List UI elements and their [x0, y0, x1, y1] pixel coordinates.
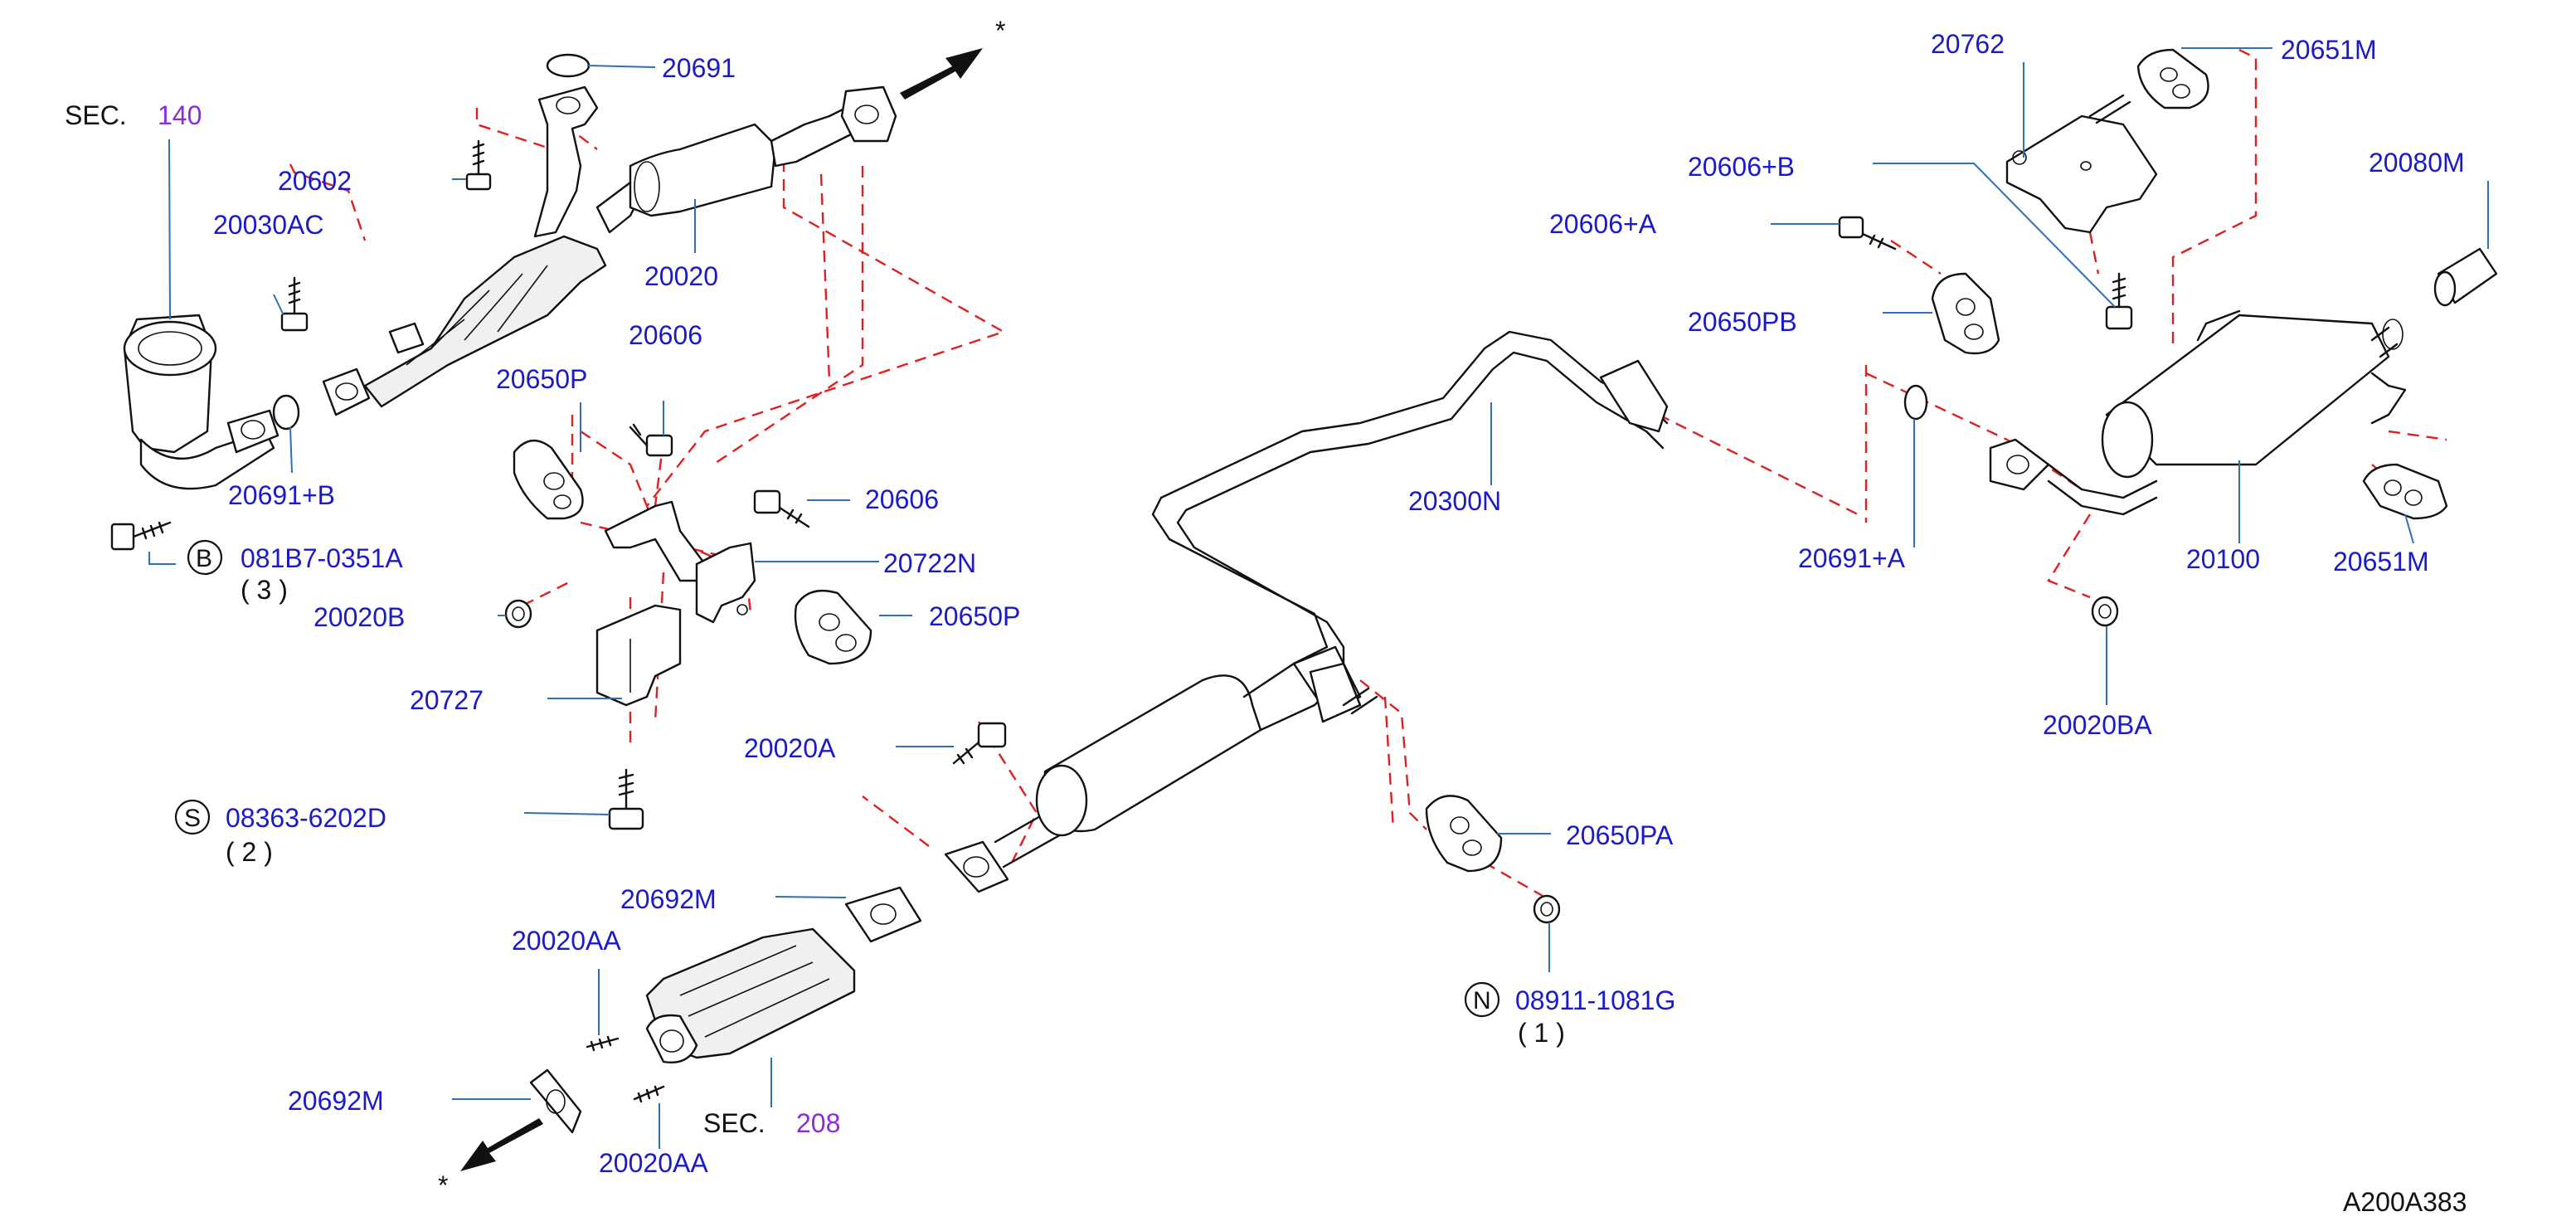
rubber-hanger-20650pa-part: [1425, 795, 1503, 873]
labels: 20691 SEC. 140 20602 20030AC 20020 20606…: [65, 16, 2467, 1217]
label-20727: 20727: [410, 685, 484, 715]
label-081b7-qty: ( 3 ): [241, 575, 288, 605]
gasket-20691a-part: [1903, 384, 1928, 421]
label-08363-qty: ( 2 ): [226, 837, 273, 867]
label-20020aa-bot: 20020AA: [599, 1148, 708, 1178]
exhaust-manifold-outlet-part: [123, 314, 279, 490]
gasket-20692m-top-part: [844, 886, 922, 943]
label-20080m: 20080M: [2369, 148, 2465, 178]
nut-20020b-part: [504, 599, 532, 629]
label-20030ac: 20030AC: [213, 210, 323, 240]
label-08363: 08363-6202D: [226, 803, 386, 833]
diagram-code: A200A383: [2343, 1187, 2467, 1217]
bolt-20606-top-part: [629, 423, 673, 457]
label-20651m-top: 20651M: [2281, 35, 2377, 65]
bracket-20722n-part: [604, 500, 756, 624]
bolt-20020a-part: [952, 722, 1007, 765]
gasket-20692m-bot-part: [529, 1068, 582, 1134]
label-20691a: 20691+A: [1798, 543, 1906, 573]
label-20650pa: 20650PA: [1566, 820, 1674, 850]
tail-finisher-20080m-part: [2433, 247, 2498, 307]
label-20691: 20691: [662, 53, 736, 83]
label-20722n: 20722N: [883, 548, 976, 578]
nut-20020ba-part: [2091, 596, 2119, 627]
bolt-20606a-part: [1838, 216, 1897, 251]
label-20606b: 20606+B: [1688, 152, 1795, 182]
main-muffler-20100-part: [1989, 309, 2407, 516]
label-sec-140-number: 140: [158, 100, 202, 130]
bolt-badge: B: [187, 539, 223, 576]
nut-badge: N: [1464, 981, 1500, 1018]
bolt-20602-part: [465, 139, 492, 191]
label-20650pb: 20650PB: [1688, 307, 1797, 337]
label-20100: 20100: [2186, 544, 2260, 574]
label-sec-208-number: 208: [796, 1108, 840, 1138]
bracket-20727-part: [595, 604, 682, 707]
front-tube-20020-part: [322, 85, 897, 416]
label-20020a: 20020A: [744, 733, 836, 763]
nut-08911-part: [1533, 894, 1561, 924]
label-20606-mid: 20606: [865, 484, 939, 514]
center-tube-20300n-part: [944, 330, 1669, 893]
svg-text:S: S: [184, 805, 201, 832]
label-20762: 20762: [1931, 29, 2005, 59]
label-20020: 20020: [644, 261, 718, 291]
bolt-20606b-part: [2105, 272, 2133, 330]
label-20650p-mid: 20650P: [929, 601, 1020, 631]
leader-lines: [148, 47, 2489, 1149]
label-20602: 20602: [278, 166, 352, 196]
label-20651m-bot: 20651M: [2333, 547, 2429, 577]
label-20020ba: 20020BA: [2043, 710, 2152, 740]
rubber-hanger-20650pb-part: [1931, 272, 2000, 355]
label-08911: 08911-1081G: [1515, 985, 1675, 1015]
label-20606-top: 20606: [629, 320, 702, 350]
label-20606a: 20606+A: [1549, 209, 1657, 239]
rubber-hanger-20651m-top-part: [2136, 48, 2209, 109]
label-20020b: 20020B: [313, 602, 405, 632]
label-star-bot: *: [438, 1170, 448, 1200]
stud-20020aa-top-part: [586, 1035, 620, 1052]
label-20692m-bot: 20692M: [288, 1086, 384, 1116]
rubber-hanger-20650p-top-part: [513, 440, 584, 520]
stud-20020aa-bot-part: [633, 1085, 665, 1103]
gasket-20691-part: [546, 53, 591, 78]
bolt-20030ac-part: [280, 276, 309, 332]
screw-08363-part: [608, 768, 644, 830]
direction-arrows: [460, 48, 983, 1171]
bolt-081b7-part: [110, 521, 172, 551]
arrow-down-left-icon: [460, 1118, 543, 1171]
label-20691b: 20691+B: [228, 480, 335, 510]
gasket-20691b-part: [272, 394, 300, 431]
svg-text:N: N: [1473, 987, 1491, 1014]
catalytic-converter-part: [645, 927, 856, 1063]
label-20300n: 20300N: [1408, 486, 1501, 516]
bracket-20762-part: [2005, 94, 2158, 234]
label-08911-qty: ( 1 ): [1518, 1018, 1565, 1048]
label-sec-208-prefix: SEC.: [703, 1108, 766, 1138]
screw-badge: S: [174, 799, 211, 835]
label-star-top: *: [995, 16, 1005, 46]
label-20650p-top: 20650P: [496, 364, 587, 394]
parts: [110, 48, 2498, 1134]
bolt-20606-mid-part: [753, 489, 810, 528]
arrow-up-right-icon: [900, 48, 983, 100]
svg-text:B: B: [196, 545, 212, 572]
rubber-hanger-20650p-mid-part: [794, 589, 872, 665]
label-081b7: 081B7-0351A: [241, 543, 403, 573]
label-sec-140-prefix: SEC.: [65, 100, 127, 130]
label-20692m-top: 20692M: [620, 884, 717, 914]
label-20020aa-top: 20020AA: [512, 926, 621, 956]
rubber-hanger-20651m-bot-part: [2362, 463, 2448, 520]
